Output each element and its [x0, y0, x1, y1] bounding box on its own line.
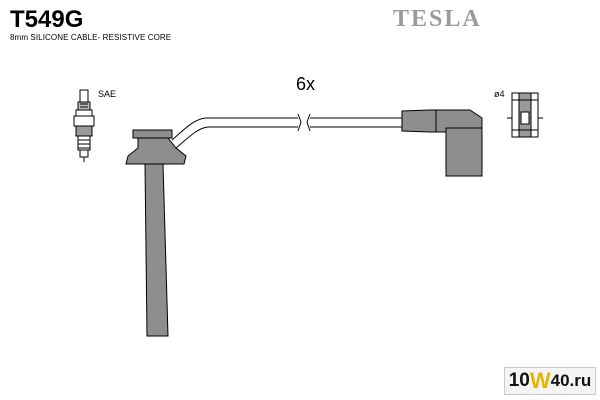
cable-description: 8mm SILICONE CABLE- RESISTIVE CORE [10, 33, 172, 42]
terminal-connector-icon [507, 92, 543, 138]
ignition-cable [171, 113, 402, 149]
brand-logo: TESLA [393, 6, 482, 32]
plug-boot-angled [401, 109, 483, 177]
watermark-part-3: 40.ru [550, 371, 592, 390]
watermark-part-2: W [529, 368, 551, 393]
quantity-label: 6x [296, 74, 316, 94]
plug-boot-long [125, 129, 187, 337]
site-watermark[interactable]: 10 W 40.ru [504, 367, 596, 395]
part-number-title: T549G [10, 6, 84, 33]
spark-plug-type-label: SAE [98, 89, 117, 99]
spark-plug-icon [73, 89, 95, 162]
terminal-diameter-label: ø4 [494, 89, 505, 99]
watermark-part-1: 10 [508, 370, 530, 391]
